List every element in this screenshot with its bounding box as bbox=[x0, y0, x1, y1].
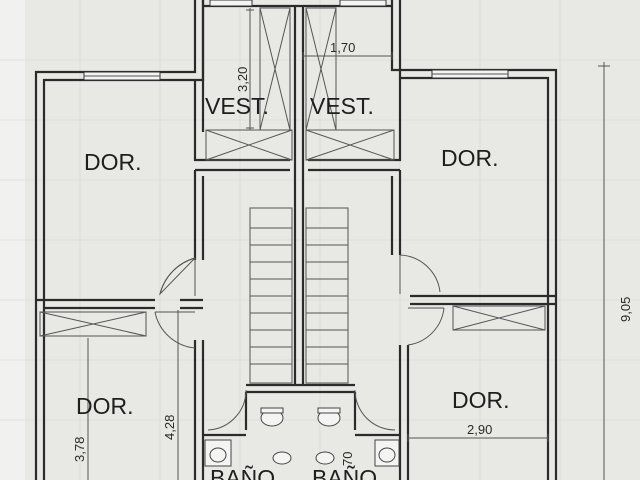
room-label-dor-bottom-left: DOR. bbox=[76, 393, 134, 419]
closet-vest-right bbox=[305, 7, 395, 161]
door-swings bbox=[154, 254, 445, 431]
room-label-vest-right: VEST. bbox=[310, 93, 374, 119]
stairs-right bbox=[305, 207, 349, 384]
dim-label-hall-height: 4,28 bbox=[162, 415, 177, 440]
room-label-dor-bottom-right: DOR. bbox=[452, 387, 510, 413]
room-label-dor-top-left: DOR. bbox=[84, 149, 142, 175]
room-label-dor-top-right: DOR. bbox=[441, 145, 499, 171]
closet-dor-bottom-left bbox=[39, 311, 147, 337]
windows bbox=[83, 0, 509, 81]
room-label-bano-right: BAÑO bbox=[312, 465, 377, 480]
room-label-bano-left: BAÑO bbox=[210, 465, 275, 480]
closet-vest-left bbox=[205, 7, 293, 161]
closet-dor-bottom-right bbox=[452, 305, 546, 331]
dim-label-vest-width: 1,70 bbox=[330, 40, 355, 55]
dim-label-dor-left-height: 3,78 bbox=[72, 437, 87, 462]
dim-label-bano-width: 70 bbox=[340, 452, 355, 466]
dim-label-vest-height: 3,20 bbox=[235, 67, 250, 92]
dimension-lines bbox=[87, 8, 610, 480]
dim-label-overall-height: 9,05 bbox=[618, 297, 633, 322]
bathroom-fixtures bbox=[204, 407, 400, 467]
room-label-vest-left: VEST. bbox=[205, 93, 269, 119]
dim-label-dor-right-width: 2,90 bbox=[467, 422, 492, 437]
stairs-left bbox=[249, 207, 293, 384]
